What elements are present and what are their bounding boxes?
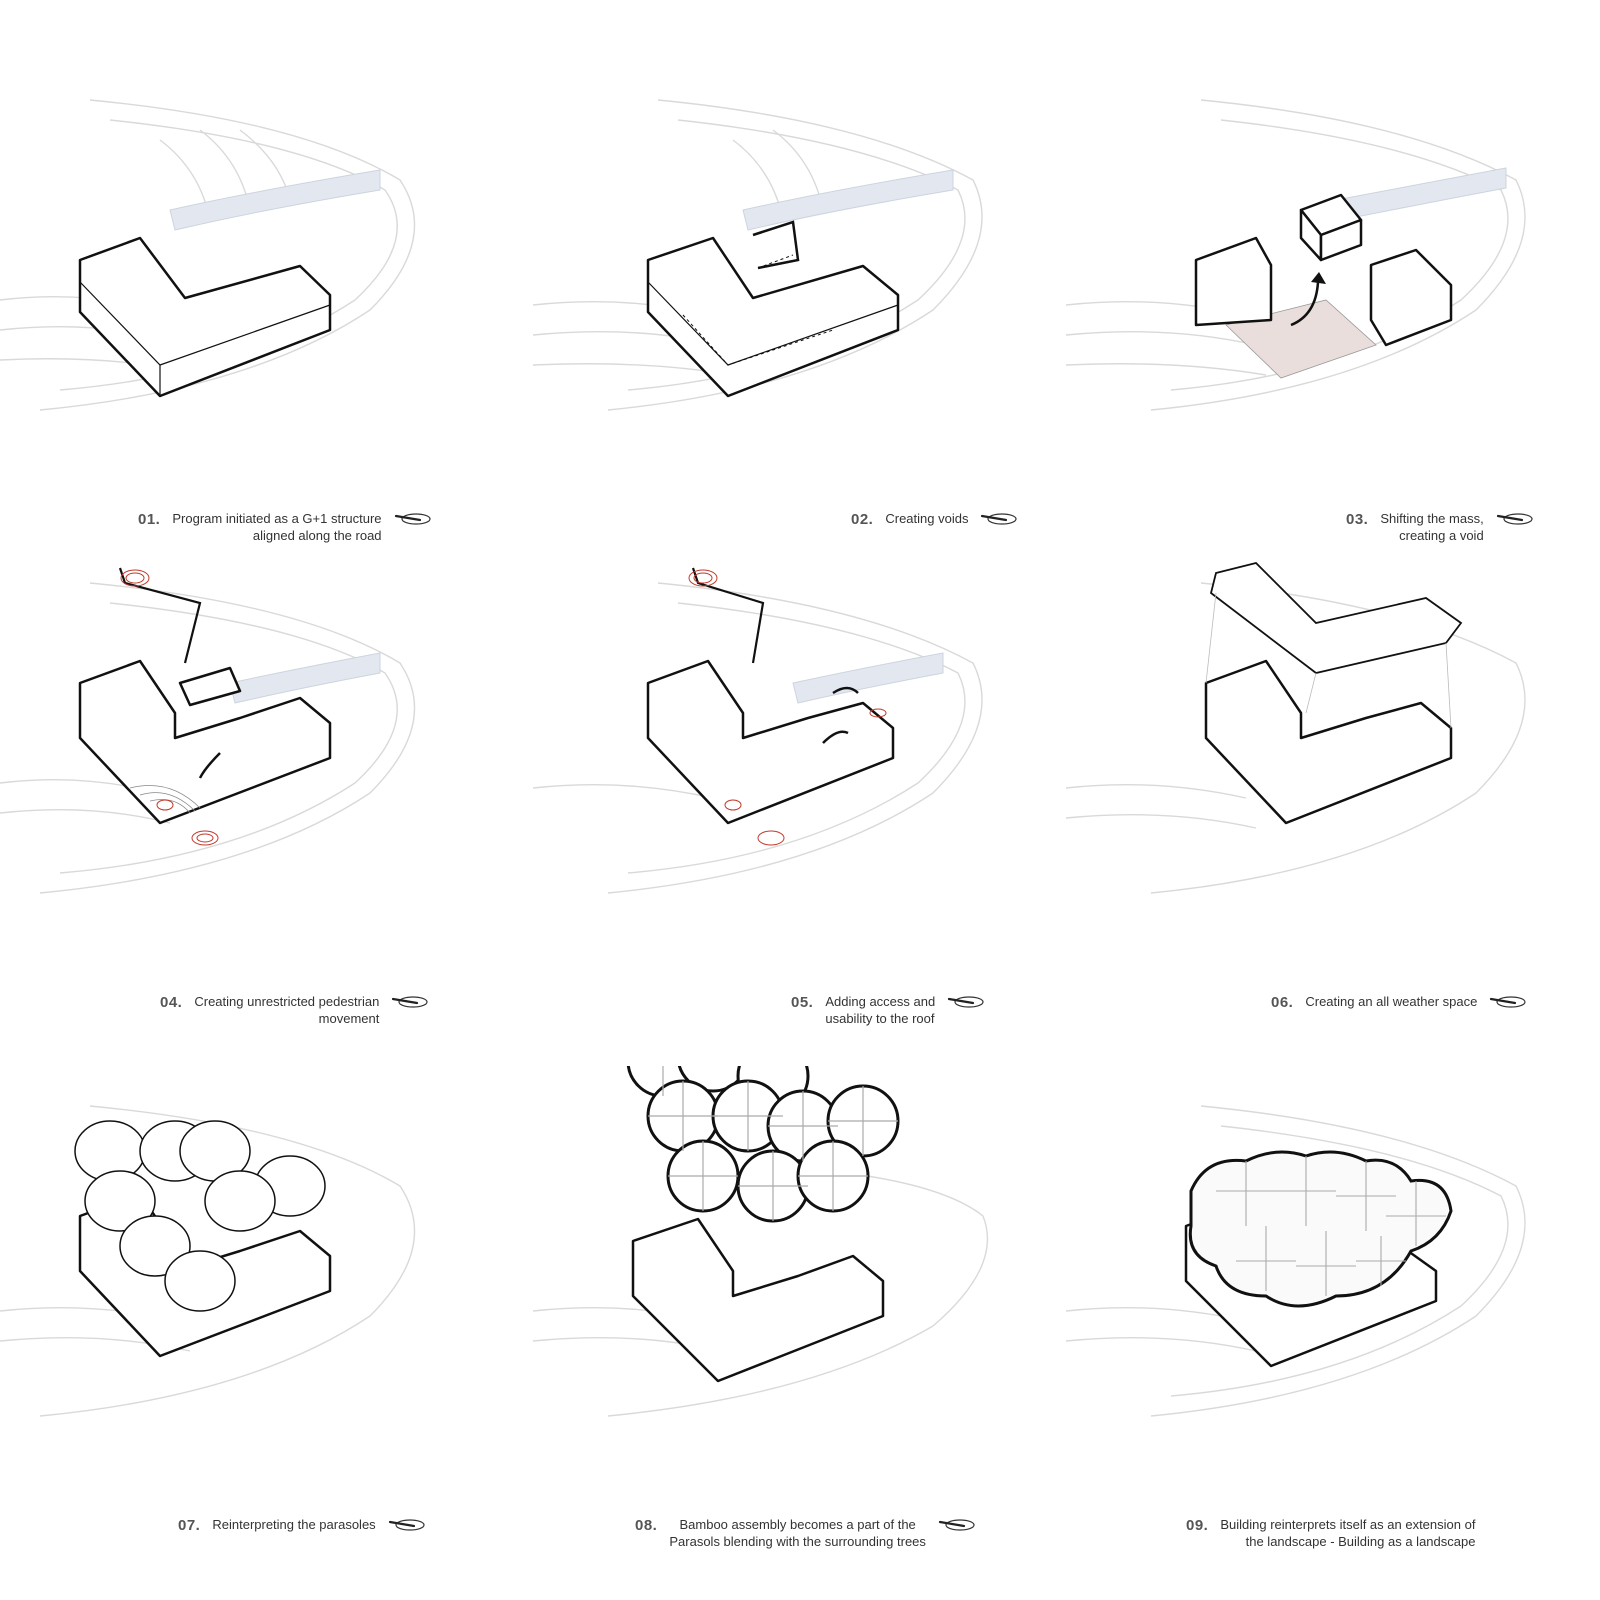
caption-03: 03. Shifting the mass, creating a void bbox=[1346, 510, 1534, 544]
panel-02: 02. Creating voids bbox=[533, 60, 1066, 593]
step-text: Program initiated as a G+1 structure ali… bbox=[172, 510, 381, 544]
step-line1: Program initiated as a G+1 structure bbox=[172, 511, 382, 526]
brush-stroke-icon bbox=[1490, 996, 1526, 1008]
caption-07: 07. Reinterpreting the parasoles bbox=[178, 1516, 426, 1534]
massing-diagram-08 bbox=[533, 1066, 989, 1417]
caption-01: 01. Program initiated as a G+1 structure… bbox=[138, 510, 432, 544]
massing-diagram-09 bbox=[1066, 1105, 1526, 1417]
step-number: 03. bbox=[1346, 511, 1369, 528]
massing-diagram-07 bbox=[0, 1105, 416, 1417]
brush-stroke-icon bbox=[1496, 513, 1533, 525]
step-line1: Reinterpreting the parasoles bbox=[212, 1517, 376, 1532]
massing-diagram-04 bbox=[0, 567, 416, 894]
caption-02: 02. Creating voids bbox=[851, 510, 1018, 528]
brush-stroke-icon bbox=[394, 513, 431, 525]
brush-stroke-icon bbox=[388, 1519, 425, 1531]
step-text: Creating unrestricted pedestrian movemen… bbox=[194, 993, 379, 1027]
step-line2: Parasols blending with the surrounding t… bbox=[669, 1534, 926, 1549]
step-line1: Building reinterprets itself as an exten… bbox=[1220, 1517, 1476, 1532]
panel-06: 06. Creating an all weather space bbox=[1066, 543, 1599, 1076]
step-number: 02. bbox=[851, 511, 874, 528]
caption-06: 06. Creating an all weather space bbox=[1271, 993, 1527, 1011]
step-number: 08. bbox=[635, 1517, 658, 1534]
panel-05: 05. Adding access and usability to the r… bbox=[533, 543, 1066, 1076]
caption-08: 08. Bamboo assembly becomes a part of th… bbox=[635, 1516, 976, 1550]
panel-01: 01. Program initiated as a G+1 structure… bbox=[0, 60, 533, 593]
panel-08: 08. Bamboo assembly becomes a part of th… bbox=[533, 1066, 1066, 1599]
step-number: 06. bbox=[1271, 994, 1294, 1011]
step-text: Creating an all weather space bbox=[1305, 993, 1477, 1010]
step-number: 01. bbox=[138, 511, 161, 528]
massing-diagram-01 bbox=[0, 99, 416, 411]
step-text: Reinterpreting the parasoles bbox=[212, 1516, 375, 1533]
massing-diagram-06 bbox=[1066, 562, 1526, 894]
step-text: Adding access and usability to the roof bbox=[825, 993, 935, 1027]
step-line2: aligned along the road bbox=[252, 528, 382, 543]
step-number: 09. bbox=[1186, 1517, 1209, 1534]
brush-stroke-icon bbox=[981, 513, 1018, 525]
panel-09: 09. Building reinterprets itself as an e… bbox=[1066, 1066, 1599, 1599]
brush-stroke-icon bbox=[948, 996, 984, 1008]
caption-09: 09. Building reinterprets itself as an e… bbox=[1186, 1516, 1475, 1550]
massing-diagram-05 bbox=[533, 567, 983, 894]
step-number: 07. bbox=[178, 1517, 201, 1534]
panel-03: 03. Shifting the mass, creating a void bbox=[1066, 60, 1599, 593]
step-line2: usability to the roof bbox=[825, 1011, 935, 1026]
step-number: 05. bbox=[791, 994, 814, 1011]
brush-stroke-icon bbox=[938, 1519, 975, 1531]
step-text: Building reinterprets itself as an exten… bbox=[1220, 1516, 1475, 1550]
step-text: Creating voids bbox=[885, 510, 968, 527]
massing-diagram-03 bbox=[1066, 99, 1526, 411]
massing-diagram-02 bbox=[533, 99, 983, 411]
step-line1: Creating voids bbox=[885, 511, 969, 526]
panel-04: 04. Creating unrestricted pedestrian mov… bbox=[0, 543, 533, 1076]
step-line1: Bamboo assembly becomes a part of the bbox=[679, 1517, 916, 1532]
step-line2: creating a void bbox=[1399, 528, 1484, 543]
step-line2: the landscape - Building as a landscape bbox=[1245, 1534, 1476, 1549]
caption-05: 05. Adding access and usability to the r… bbox=[791, 993, 985, 1027]
step-number: 04. bbox=[160, 994, 183, 1011]
step-line1: Creating unrestricted pedestrian bbox=[194, 994, 380, 1009]
brush-stroke-icon bbox=[392, 996, 428, 1008]
step-line1: Creating an all weather space bbox=[1305, 994, 1478, 1009]
caption-04: 04. Creating unrestricted pedestrian mov… bbox=[160, 993, 429, 1027]
step-line1: Adding access and bbox=[825, 994, 936, 1009]
step-line2: movement bbox=[318, 1011, 380, 1026]
step-text: Shifting the mass, creating a void bbox=[1380, 510, 1483, 544]
panel-07: 07. Reinterpreting the parasoles bbox=[0, 1066, 533, 1599]
step-line1: Shifting the mass, bbox=[1380, 511, 1484, 526]
step-text: Bamboo assembly becomes a part of the Pa… bbox=[669, 1516, 926, 1550]
